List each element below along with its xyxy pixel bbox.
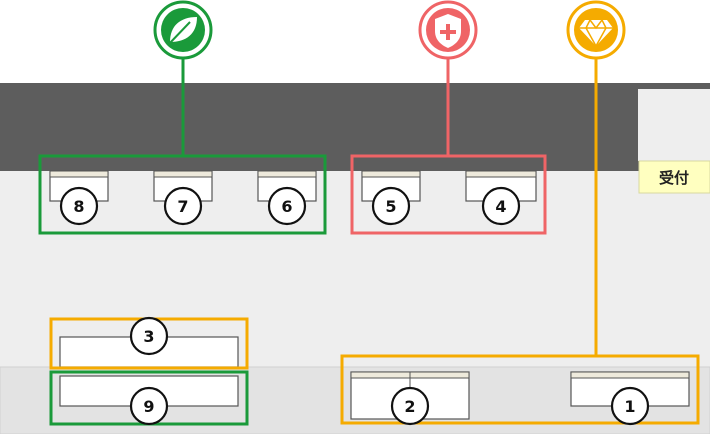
desk-5-edge — [361, 170, 421, 178]
desk-1-number: 1 — [624, 397, 635, 416]
desk-7-badge[interactable] — [163, 186, 203, 226]
desk-9-number: 9 — [143, 397, 154, 416]
reception-box — [638, 160, 710, 194]
desk-2-number: 2 — [404, 397, 415, 416]
floor-area — [0, 171, 710, 367]
shield-plus-icon — [418, 0, 478, 60]
desk-2-badge[interactable] — [390, 386, 430, 426]
desk-7-number: 7 — [177, 197, 188, 216]
desk-5-badge[interactable] — [371, 186, 411, 226]
green-group-frame — [38, 154, 327, 235]
desk-8-badge[interactable] — [59, 186, 99, 226]
desk-8-edge — [49, 170, 109, 178]
wall-band — [0, 83, 710, 171]
gold-group-frame — [340, 354, 700, 425]
desk-5-number: 5 — [385, 197, 396, 216]
desk-3-badge[interactable] — [129, 316, 169, 356]
desk-8-number: 8 — [73, 197, 84, 216]
reception-area — [638, 89, 710, 161]
red-group-frame — [350, 154, 547, 235]
desk-6-edge — [257, 170, 317, 178]
desk-6-number: 6 — [281, 197, 292, 216]
diamond-icon — [566, 0, 626, 60]
desk-1-edge — [570, 371, 690, 379]
desk-4-edge — [465, 170, 537, 178]
desk-6-badge[interactable] — [267, 186, 307, 226]
desk-3-number: 3 — [143, 327, 154, 346]
reception-label: 受付 — [659, 169, 689, 187]
desk-4-badge[interactable] — [481, 186, 521, 226]
leaf-icon — [153, 0, 213, 60]
desk-7-edge — [153, 170, 213, 178]
desk-4-number: 4 — [495, 197, 506, 216]
desk-1-badge[interactable] — [610, 386, 650, 426]
desk-9-badge[interactable] — [129, 386, 169, 426]
